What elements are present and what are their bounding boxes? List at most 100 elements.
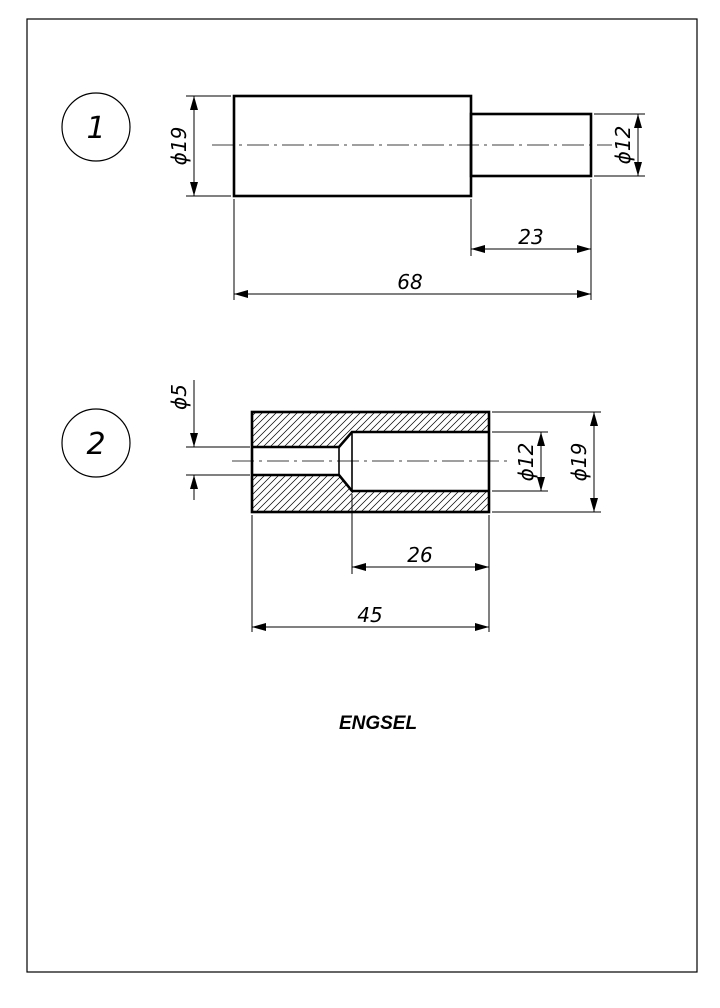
hatch-line [416,412,453,447]
hatch-line [529,412,564,447]
arrowhead [190,182,198,196]
arrowhead [471,245,485,253]
part-2-dim-26: 26 [407,543,432,567]
part-2-bore-bottom [252,473,489,493]
hatch-line [416,475,455,512]
hatch-line [374,475,413,512]
hatch-line [269,412,306,447]
hatch-line [325,412,362,447]
part-2-dim-phi19: ϕ19 [567,443,591,482]
hatch-line [255,475,294,512]
part-2-dim-45: 45 [357,603,382,627]
arrowhead [190,433,198,447]
part-2-number-circle [61,408,131,478]
hatch-line [290,475,329,512]
hatch-line [269,475,308,512]
part-2-dim-phi5: ϕ5 [167,384,191,410]
hatch-line [367,475,406,512]
hatch-line [214,412,249,447]
hatch-line [444,475,483,512]
hatch-line [437,475,476,512]
arrowhead [577,245,591,253]
hatch-line [262,475,301,512]
hatch-line [430,412,467,447]
hatch-line [360,475,399,512]
hatch-line [283,475,322,512]
drawing-frame [26,18,698,973]
hatch-line [252,475,266,512]
hatch-line [252,475,280,512]
part-1-number: 1 [86,111,105,146]
hatch-line [472,475,489,512]
hatch-line [318,412,355,447]
hatch-line [252,412,278,447]
hatch-line [297,475,336,512]
arrowhead [252,623,266,631]
hatch-line [283,412,320,447]
part-2-outer-body [250,410,491,514]
hatch-line [381,475,420,512]
hatch-line [486,412,489,447]
hatch-line [252,475,273,512]
hatch-line [479,412,489,447]
hatch-line [304,412,341,447]
hatch-line [409,412,446,447]
hatch-line [430,475,469,512]
hatch-line [465,412,489,447]
arrowhead [234,290,248,298]
hatch-line [252,412,264,447]
hatch-line [304,475,343,512]
hatch-line [465,475,489,512]
hatch-line [200,412,235,447]
arrowhead [352,563,366,571]
hatch-line [276,475,315,512]
hatch-line [339,475,378,512]
hatch-line [437,412,474,447]
hatch-line [200,475,237,512]
part-1-dim-phi12: ϕ12 [611,126,635,165]
hatch-line [395,412,432,447]
hatch-line [297,412,334,447]
hatch-line [423,475,462,512]
arrowhead [537,477,545,491]
hatch-line [367,412,404,447]
hatch-line [395,475,434,512]
hatch-line [252,412,285,447]
hatch-line [515,412,550,447]
part-1-large-cylinder [232,94,473,198]
arrowhead [634,114,642,128]
hatch-line [207,412,242,447]
hatch-line [214,475,251,512]
hatch-line [458,475,489,512]
part-2-bore-top [252,430,489,449]
arrowhead [190,96,198,110]
hatch-line [423,412,460,447]
arrowhead [190,475,198,489]
part-1-number-circle [61,92,131,162]
part-2-number: 2 [86,427,105,462]
hatch-line [388,412,425,447]
hatch-line [252,475,287,512]
hatch-line [451,475,489,512]
hatch-line [353,412,390,447]
arrowhead [475,563,489,571]
hatch-line [508,412,543,447]
hatch-line [479,475,489,512]
part-1-dim-68: 68 [397,270,422,294]
part-1-dim-23: 23 [518,225,543,249]
hatch-line [494,412,529,447]
hatch-line [501,412,536,447]
hatch-line [207,475,244,512]
hatch-line [402,412,439,447]
hatch-line [262,412,299,447]
arrowhead [475,623,489,631]
hatch-line [353,475,392,512]
hatch-line [255,412,292,447]
hatch-line [472,412,489,447]
part-2-hatch-top [200,412,564,447]
part-2: 2 ϕ5 ϕ12 ϕ19 [61,380,601,632]
hatch-line [388,475,427,512]
hatch-line [444,412,481,447]
hatch-line [374,412,411,447]
